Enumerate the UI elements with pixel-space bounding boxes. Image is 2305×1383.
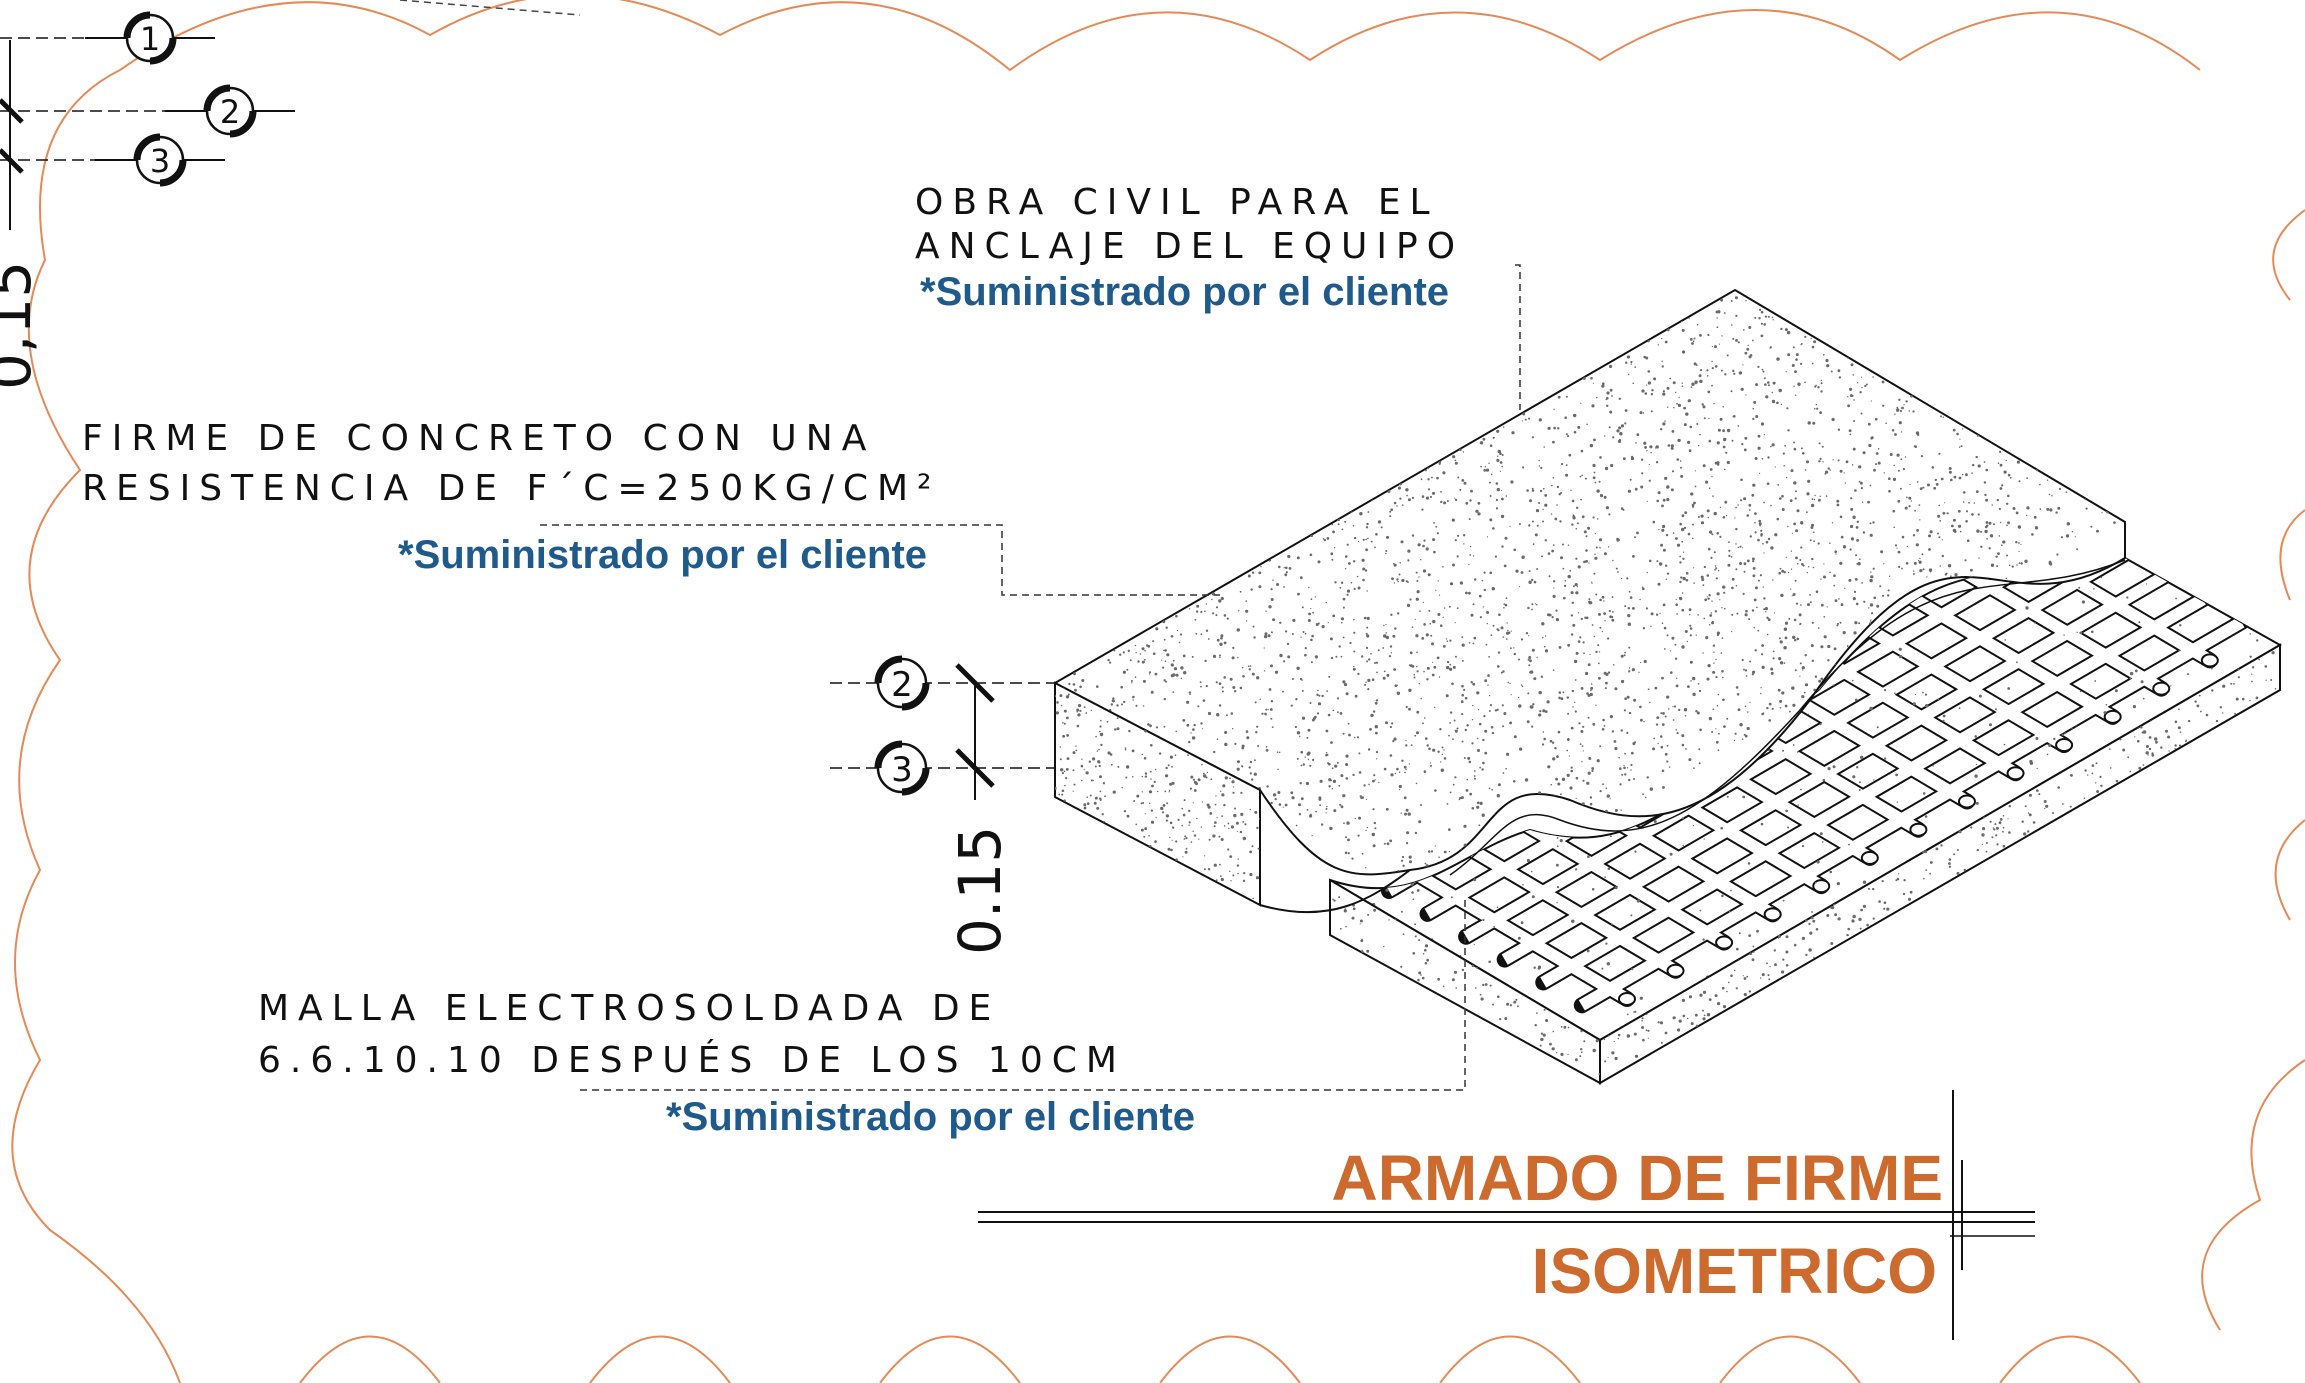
level-marker-3: 3 bbox=[95, 133, 225, 187]
level-marker-1: 1 bbox=[85, 11, 215, 65]
level-marker-3-text: 3 bbox=[150, 142, 170, 180]
drawing-subtitle: ISOMETRICO bbox=[1532, 1235, 1937, 1307]
slab-level-marker-2: 2 bbox=[874, 655, 930, 711]
note-malla: *Suministrado por el cliente bbox=[666, 1095, 1195, 1139]
label-malla-line1: MALLA ELECTROSOLDADA DE bbox=[258, 988, 1000, 1029]
slab-concrete-top bbox=[1052, 288, 2126, 876]
slab-level-marker-2-text: 2 bbox=[891, 665, 913, 705]
label-firme-line2: RESISTENCIA DE F´C=250KG/CM² bbox=[82, 468, 940, 509]
label-obra-line2: ANCLAJE DEL EQUIPO bbox=[915, 226, 1464, 267]
level-marker-1-text: 1 bbox=[140, 20, 160, 58]
note-firme: *Suministrado por el cliente bbox=[398, 533, 927, 577]
slab-thickness-text: 0.15 bbox=[946, 826, 1014, 955]
level-marker-2: 2 bbox=[165, 84, 295, 138]
slab-thickness-dimension: 0.15 bbox=[830, 663, 1055, 955]
edge-dimension: 0,15 bbox=[0, 37, 230, 390]
title-block: ARMADO DE FIRME ISOMETRICO bbox=[978, 1090, 2035, 1340]
label-obra-line1: OBRA CIVIL PARA EL bbox=[915, 182, 1439, 223]
label-firme-line1: FIRME DE CONCRETO CON UNA bbox=[82, 418, 875, 459]
edge-dimension-text: 0,15 bbox=[0, 261, 44, 390]
slab-lower-front bbox=[1329, 878, 1601, 1085]
slab-level-marker-3: 3 bbox=[874, 740, 930, 796]
drawing-title: ARMADO DE FIRME bbox=[1331, 1142, 1943, 1214]
revision-cloud bbox=[11, 0, 2305, 1383]
label-malla-line2: 6.6.10.10 DESPUÉS DE LOS 10CM bbox=[258, 1039, 1126, 1081]
level-marker-2-text: 2 bbox=[220, 93, 240, 131]
slab-level-marker-3-text: 3 bbox=[891, 750, 913, 790]
note-obra: *Suministrado por el cliente bbox=[920, 270, 1449, 314]
